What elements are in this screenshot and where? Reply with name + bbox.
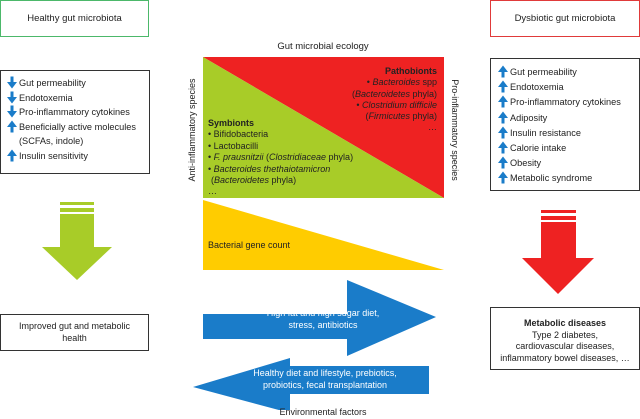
healthy-effects-box: Gut permeability Endotoxemia Pro-inflamm… [0, 70, 150, 174]
ecology-diagram [203, 57, 444, 198]
arrow-up-icon [498, 156, 510, 170]
dysbiotic-effects-list: Gut permeability Endotoxemia Pro-inflamm… [498, 65, 639, 187]
dysbiotic-effects-box: Gut permeability Endotoxemia Pro-inflamm… [490, 58, 640, 191]
disease-line: cardiovascular diseases, [515, 341, 615, 351]
healthy-outcome-text: Improved gut and metabolic health [18, 321, 131, 343]
gene-count-wedge [203, 200, 444, 270]
effect-item: Pro-inflammatory cytokines [7, 105, 149, 120]
pathobionts-title: Pathobionts [385, 66, 437, 76]
arrow-up-icon [498, 126, 510, 140]
arrow-up-icon [498, 111, 510, 125]
pathobionts-ellipsis: … [428, 122, 437, 133]
arrow-up-icon [498, 65, 510, 79]
pathobiont-item: (Bacteroidetes phyla) [351, 88, 437, 99]
healthy-effects-list: Gut permeability Endotoxemia Pro-inflamm… [7, 76, 149, 163]
arrow-up-icon [498, 95, 510, 109]
healthy-microbiota-title: Healthy gut microbiota [27, 13, 122, 24]
effect-item: Gut permeability [7, 76, 149, 91]
gene-count-triangle [203, 200, 444, 270]
pathobiont-item: (Firmicutes phyla) [365, 111, 437, 122]
arrow-up-icon [498, 171, 510, 185]
dysbiotic-microbiota-title: Dysbiotic gut microbiota [514, 13, 616, 24]
disease-line: Type 2 diabetes, [531, 329, 599, 340]
arrow-down-icon [7, 91, 19, 105]
gene-count-label: Bacterial gene count [208, 240, 291, 250]
environmental-factors-caption: Environmental factors [279, 407, 367, 417]
symbiont-item: • Bacteroides thethaiotamicron [208, 163, 331, 174]
effect-item: Metabolic syndrome [498, 171, 639, 186]
effect-item: Adiposity [498, 111, 639, 126]
dysbiotic-microbiota-title-box: Dysbiotic gut microbiota [490, 0, 640, 37]
arrow-down-icon [7, 105, 19, 119]
healthy-outcome-box: Improved gut and metabolic health [0, 314, 149, 351]
pathobiont-item: • Bacteroides spp [366, 77, 437, 88]
effect-item: Calorie intake [498, 141, 639, 156]
effect-item: Endotoxemia [7, 91, 149, 106]
arrow-down-icon [7, 76, 19, 90]
symbionts-ellipsis: … [208, 186, 217, 197]
dysbiotic-outcome-box: Metabolic diseases Type 2 diabetes, card… [490, 307, 640, 370]
effect-item: Pro-inflammatory cytokines [498, 95, 639, 110]
to-health-text: Healthy diet and lifestyle, prebiotics, … [253, 368, 397, 390]
symbiont-item: • Lactobacilli [208, 140, 259, 151]
healthy-microbiota-title-box: Healthy gut microbiota [0, 0, 149, 37]
arrow-up-icon [7, 149, 19, 163]
ecology-title: Gut microbial ecology [277, 41, 369, 52]
disease-line: inflammatory bowel diseases, … [500, 352, 630, 363]
to-dysbiosis-text: High fat and high sugar diet, stress, an… [266, 308, 380, 330]
arrow-up-icon [498, 80, 510, 94]
effect-item: Insulin resistance [498, 126, 639, 141]
symbiont-item: (Bacteroidetes phyla) [211, 175, 297, 186]
symbionts-title: Symbionts [208, 118, 255, 128]
dysbiotic-down-arrow-icon [522, 210, 594, 294]
pro-inflammatory-axis-label: Pro-inflammatory species [450, 79, 460, 181]
effect-item: Obesity [498, 156, 639, 171]
healthy-down-arrow-icon [42, 202, 112, 280]
metabolic-diseases-title: Metabolic diseases [523, 318, 607, 328]
symbionts-block: Symbionts • Bifidobacteria • Lactobacill… [208, 118, 408, 198]
arrow-up-icon [498, 141, 510, 155]
left-arrow-to-health [193, 358, 429, 410]
effect-item: Gut permeability [498, 65, 639, 80]
anti-inflammatory-axis-label: Anti-inflammatory species [187, 78, 197, 182]
right-arrow-to-dysbiosis [203, 280, 436, 356]
pathobiont-item: • Clostridium difficile [356, 99, 437, 110]
effect-item-continuation: (SCFAs, indole) [19, 136, 84, 146]
arrow-up-icon [7, 120, 19, 134]
effect-item: Insulin sensitivity [7, 149, 149, 164]
symbiont-item: • Bifidobacteria [208, 129, 269, 140]
symbiont-item: • F. prausnitzii (Clostridiaceae phyla) [208, 152, 354, 163]
pathobionts-block: Pathobionts • Bacteroides spp (Bacteroid… [320, 66, 437, 134]
effect-item: Beneficially active molecules [7, 120, 149, 135]
environmental-arrows [193, 280, 436, 410]
effect-item: Endotoxemia [498, 80, 639, 95]
symbiont-triangle [203, 57, 444, 198]
